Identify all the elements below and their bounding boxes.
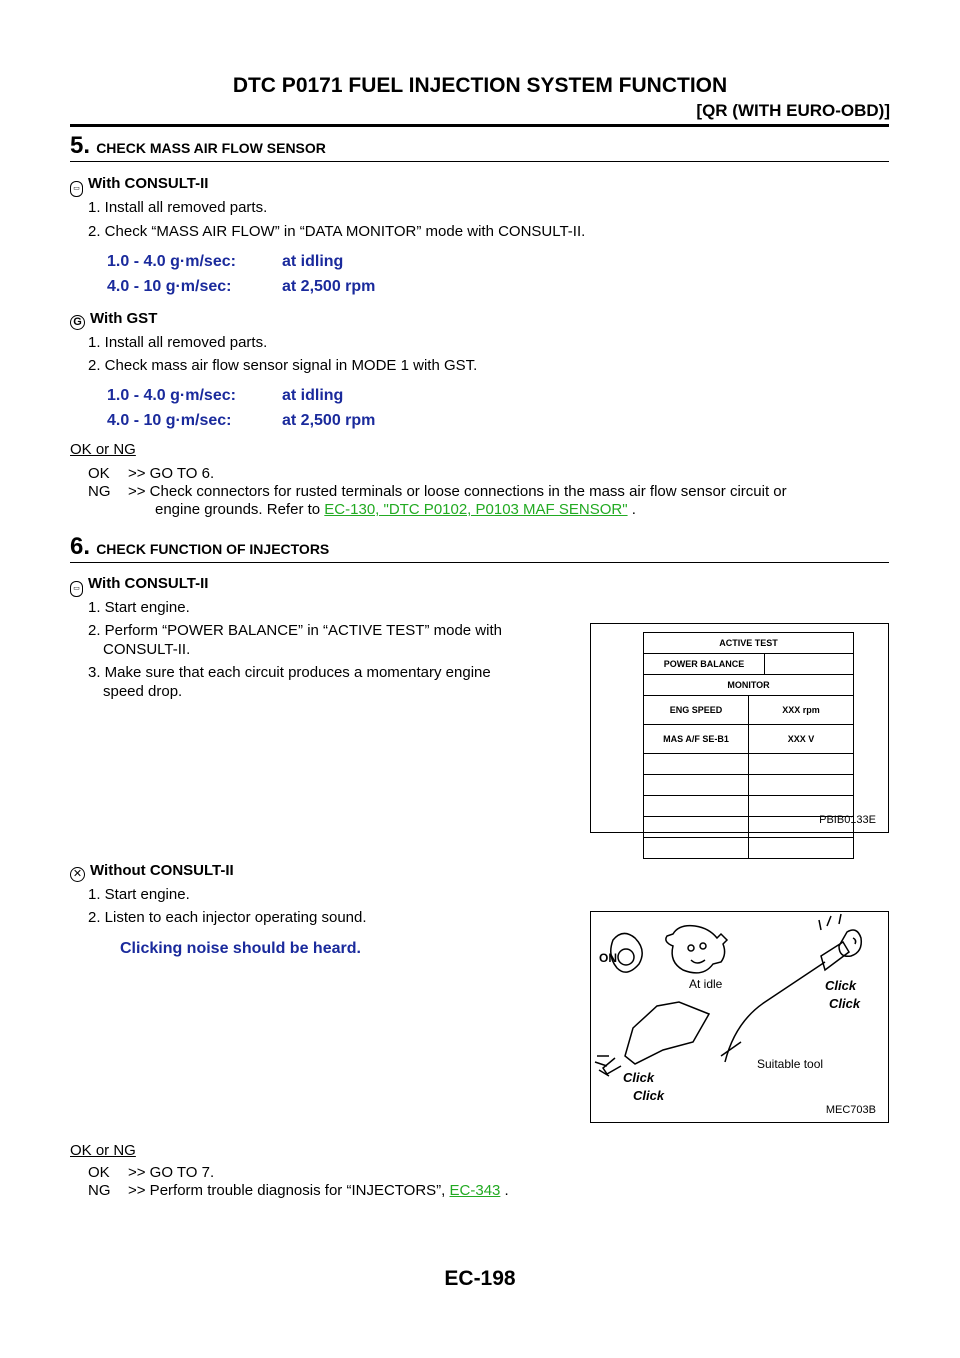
step-6-item-1: 1. Start engine. [88, 599, 190, 616]
page-title: DTC P0171 FUEL INJECTION SYSTEM FUNCTION [232, 74, 728, 97]
click-label: Click [829, 996, 861, 1011]
step-6-item-2-cont: CONSULT-II. [103, 641, 191, 658]
spec-value: 1.0 - 4.0 g·m/sec: [107, 387, 236, 404]
gst-heading: G With GST [70, 310, 157, 330]
consult-screen: ACTIVE TEST POWER BALANCE MONITOR ENG SP… [643, 632, 854, 859]
ng-refer-text: engine grounds. Refer to [155, 501, 321, 518]
injectors-link[interactable]: EC-343 [449, 1182, 501, 1199]
engine-icon [665, 924, 729, 974]
on-label: ON [599, 951, 617, 965]
spec-condition: at idling [282, 387, 344, 404]
step-5-title: CHECK MASS AIR FLOW SENSOR [96, 140, 326, 156]
spec-value: 1.0 - 4.0 g·m/sec: [107, 253, 236, 270]
gst-heading-text: With GST [90, 310, 158, 327]
step-6-item-3-cont: speed drop. [103, 683, 183, 700]
step-5-divider [70, 161, 889, 162]
page-subtitle: [QR (WITH EURO-OBD)] [696, 101, 890, 120]
header-divider [70, 124, 889, 127]
figure-id: MEC703B [825, 1104, 876, 1116]
spec-condition: at 2,500 rpm [282, 412, 376, 429]
ng-action-text: >> Perform trouble diagnosis for “INJECT… [128, 1182, 446, 1199]
click-label: Click [623, 1070, 655, 1085]
monitor-row: MONITOR [644, 675, 853, 696]
step-5-heading: 5. CHECK MASS AIR FLOW SENSOR [70, 132, 326, 160]
spec-condition: at idling [282, 253, 344, 270]
power-balance-row: POWER BALANCE [644, 654, 853, 675]
click-label: Click [825, 978, 857, 993]
spec-clicking-noise: Clicking noise should be heard. [120, 940, 361, 957]
ok-or-ng-label: OK or NG [70, 1142, 136, 1159]
step-6-heading: 6. CHECK FUNCTION OF INJECTORS [70, 533, 329, 561]
step-5-consult-item-1: 1. Install all removed parts. [88, 199, 268, 216]
step-6-title: CHECK FUNCTION OF INJECTORS [96, 541, 330, 557]
monitor-data-row: ENG SPEED XXX rpm [644, 696, 853, 725]
step-6-number: 6. [70, 533, 91, 560]
figure-id: PBIB0133E [819, 814, 876, 826]
spec-value: 4.0 - 10 g·m/sec: [107, 278, 232, 295]
ignition-key-icon [610, 932, 643, 973]
monitor-item: MAS A/F SE-B1 [644, 725, 749, 753]
ok-or-ng-label: OK or NG [70, 441, 136, 458]
maf-sensor-link[interactable]: EC-130, "DTC P0102, P0103 MAF SENSOR" [324, 501, 628, 518]
monitor-data-row: MAS A/F SE-B1 XXX V [644, 725, 853, 754]
without-consult-heading: ✕ Without CONSULT-II [70, 862, 234, 882]
active-test-figure: ACTIVE TEST POWER BALANCE MONITOR ENG SP… [590, 623, 889, 859]
consult-heading-text: With CONSULT-II [88, 175, 209, 192]
ear-icon [838, 929, 863, 958]
page-number: EC-198 [444, 1267, 516, 1290]
at-idle-label: At idle [689, 977, 723, 991]
suitable-tool-label: Suitable tool [757, 1057, 823, 1071]
step-5-number: 5. [70, 132, 91, 159]
ok-action: >> GO TO 6. [128, 465, 215, 482]
ng-tail: . [504, 1182, 509, 1199]
ok-key: OK [88, 465, 110, 482]
consult-tool-icon: ▭ [70, 181, 83, 197]
ng-action: >> Perform trouble diagnosis for “INJECT… [128, 1182, 509, 1199]
step-6-item-2: 2. Perform “POWER BALANCE” in “ACTIVE TE… [88, 622, 502, 639]
monitor-value: XXX rpm [782, 705, 820, 715]
ok-action: >> GO TO 7. [128, 1164, 215, 1181]
monitor-value: XXX V [787, 734, 815, 744]
without-consult-heading-text: Without CONSULT-II [90, 862, 234, 879]
power-balance-label: POWER BALANCE [644, 654, 765, 674]
empty-row [644, 838, 853, 858]
step-5-gst-item-2: 2. Check mass air flow sensor signal in … [88, 357, 478, 374]
step-5-consult-item-2: 2. Check “MASS AIR FLOW” in “DATA MONITO… [88, 223, 586, 240]
ng-key: NG [88, 483, 111, 500]
consult-heading: ▭ With CONSULT-II [70, 175, 208, 197]
spec-value: 4.0 - 10 g·m/sec: [107, 412, 232, 429]
ok-key: OK [88, 1164, 110, 1181]
step-5-gst-item-1: 1. Install all removed parts. [88, 334, 268, 351]
consult-heading-text: With CONSULT-II [88, 575, 209, 592]
without-item-2: 2. Listen to each injector operating sou… [88, 909, 367, 926]
empty-row [644, 817, 853, 838]
stethoscope-icon [820, 940, 850, 972]
ng-action-continued: engine grounds. Refer to EC-130, "DTC P0… [155, 501, 636, 518]
monitor-item: ENG SPEED [644, 696, 749, 724]
injector-illustration: ON At idle Suitable tool Click Click Cli… [594, 913, 863, 1103]
consult-heading: ▭ With CONSULT-II [70, 575, 208, 597]
empty-row [644, 796, 853, 817]
empty-row [644, 775, 853, 796]
step-6-item-3: 3. Make sure that each circuit produces … [88, 664, 491, 681]
consult-tool-icon: ▭ [70, 581, 83, 597]
injector-icon [624, 1001, 711, 1065]
injector-figure: ON At idle Suitable tool Click Click Cli… [590, 911, 889, 1123]
step-6-divider [70, 562, 889, 563]
click-label: Click [633, 1088, 665, 1103]
empty-row [644, 754, 853, 775]
spec-condition: at 2,500 rpm [282, 278, 376, 295]
no-tool-icon: ✕ [70, 867, 85, 882]
gst-tool-icon: G [70, 315, 85, 330]
ng-key: NG [88, 1182, 111, 1199]
screen-title: ACTIVE TEST [644, 633, 853, 654]
ng-tail: . [631, 501, 636, 518]
without-item-1: 1. Start engine. [88, 886, 190, 903]
ng-action: >> Check connectors for rusted terminals… [128, 483, 787, 500]
